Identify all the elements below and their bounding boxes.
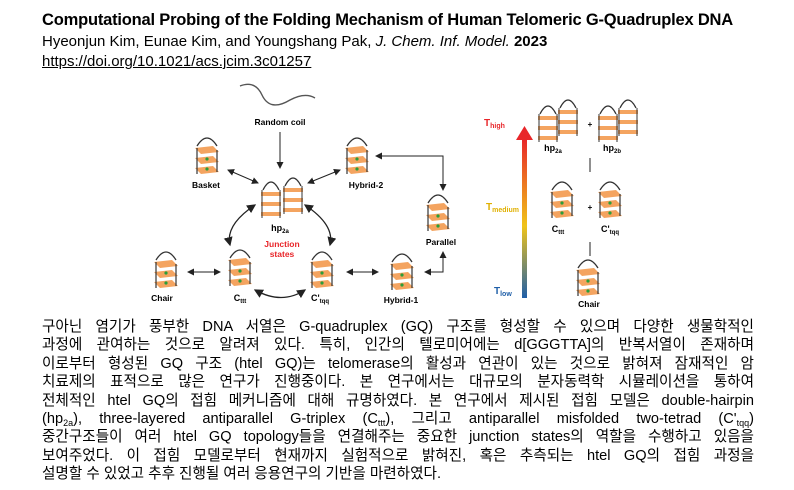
label-parallel: Parallel: [426, 237, 456, 247]
plus-sign: +: [588, 203, 593, 212]
abstract-line: 전체적인 htel GQ의 접힘 메커니즘에 대해 규명하였다. 본 연구에서 …: [42, 392, 754, 409]
temperature-gradient-arrow: [522, 138, 527, 298]
label-ctqq-right: C'tqq: [601, 224, 619, 236]
hp2a-hairpin-2: [282, 177, 304, 215]
abstract-line: 중간구조들이 여러 htel GQ topology들을 연결해주는 중요한 j…: [42, 429, 754, 446]
abstract-line: 설명할 수 있었고 추후 진행될 여러 응용연구의 기반을 마련하였다.: [42, 466, 442, 483]
hp2b-right-1: [597, 105, 619, 143]
label-chair-right: Chair: [578, 299, 600, 309]
cttt-structure: [227, 249, 253, 287]
label-t-medium: Tmedium: [486, 202, 519, 214]
hp2a-right-1: [537, 105, 559, 143]
basket-structure: [194, 137, 220, 175]
random-coil-strand: [239, 83, 316, 106]
label-hp2a-right: hp2a: [544, 143, 562, 155]
ctqq-structure: [309, 251, 335, 289]
label-hybrid2: Hybrid-2: [349, 180, 384, 190]
paper-title: Computational Probing of the Folding Mec…: [42, 11, 733, 29]
plus-sign: +: [588, 120, 593, 129]
parallel-structure: [425, 194, 451, 232]
label-cttt-right: Cttt: [552, 224, 565, 236]
label-hp2b: hp2b: [603, 143, 621, 155]
label-chair: Chair: [151, 293, 173, 303]
ctqq-right-structure: [597, 181, 623, 219]
label-random-coil: Random coil: [254, 117, 305, 127]
abstract-line: 보여주었다. 이 접힘 모델로부터 현재까지 실험적으로 밝혀진, 혹은 추측되…: [42, 447, 754, 464]
chair-right-structure: [575, 259, 601, 297]
hp2b-right-2: [617, 99, 639, 137]
doi-link[interactable]: https://doi.org/10.1021/acs.jcim.3c01257: [42, 53, 312, 70]
label-t-high: Thigh: [484, 118, 505, 130]
label-hybrid1: Hybrid-1: [384, 295, 419, 305]
chair-structure: [153, 251, 179, 289]
label-ctqq: C'tqq: [311, 293, 329, 305]
label-t-low: Tlow: [494, 286, 512, 298]
label-basket: Basket: [192, 180, 220, 190]
label-hp2a: hp2a: [271, 223, 289, 235]
abstract-line: 과정에 관여하는 것으로 알려져 있다. 특히, 인간의 텔로미어에는 d[GG…: [42, 337, 754, 354]
abstract-line: 이로부터 형성된 GQ 구조 (htel GQ)는 telomerase의 활성…: [42, 355, 754, 372]
paper-citation: Hyeonjun Kim, Eunae Kim, and Youngshang …: [42, 33, 547, 50]
hybrid2-structure: [344, 137, 370, 175]
year: 2023: [513, 33, 548, 50]
hybrid1-structure: [389, 253, 415, 291]
hp2a-right-2: [557, 99, 579, 137]
abstract-line: (hp2a), three-layered antiparallel G-tri…: [42, 410, 754, 428]
journal: J. Chem. Inf. Model.: [375, 33, 510, 50]
cttt-right-structure: [549, 181, 575, 219]
abstract-korean: 구아닌 염기가 풍부한 DNA 서열은 G-quadruplex (GQ) 구조…: [42, 318, 754, 484]
abstract-line: 치료제의 표적으로 많은 연구가 진행중이다. 본 연구에서는 대규모의 분자동…: [42, 374, 754, 391]
abstract-line: 구아닌 염기가 풍부한 DNA 서열은 G-quadruplex (GQ) 구조…: [42, 319, 754, 335]
label-cttt: Cttt: [234, 293, 247, 305]
hp2a-hairpin-1: [260, 181, 282, 219]
authors: Hyeonjun Kim, Eunae Kim, and Youngshang …: [42, 33, 372, 50]
